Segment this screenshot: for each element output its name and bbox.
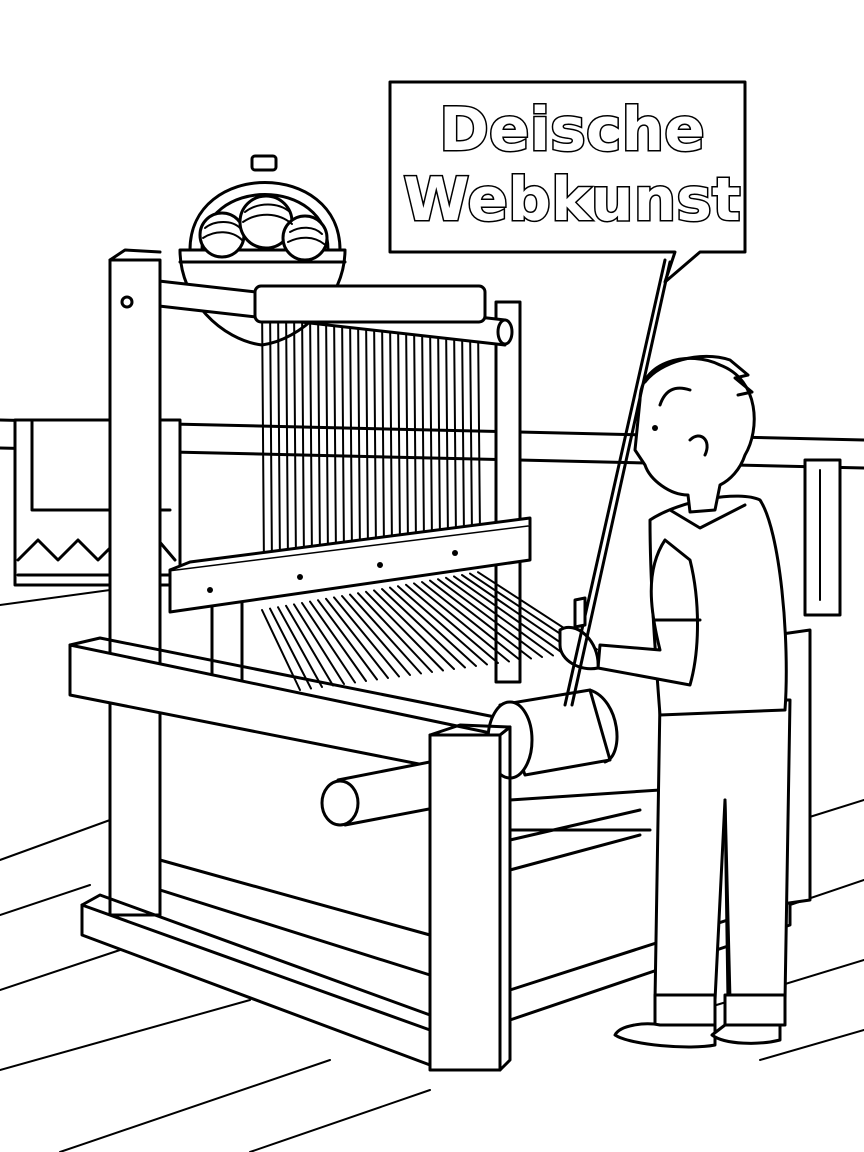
lower-warp-thread (301, 602, 356, 684)
warp-thread (341, 307, 345, 558)
warp-thread (389, 311, 393, 551)
lower-warp-thread (405, 583, 499, 664)
warp-thread (429, 315, 433, 544)
warp-thread (421, 315, 425, 545)
warp-threads (261, 299, 481, 571)
lower-warp-thread (461, 574, 576, 654)
lower-warp-thread (309, 600, 367, 682)
lower-warp-thread (285, 604, 334, 687)
sign-line-2: Webkunst (403, 165, 740, 235)
lower-warp-thread (293, 603, 345, 685)
warp-thread (365, 309, 369, 555)
warp-thread (349, 307, 353, 557)
warp-thread (477, 320, 481, 536)
warp-thread (453, 318, 457, 540)
warp-thread (333, 306, 337, 560)
lower-warp-thread (437, 578, 543, 658)
loom-left-upright (108, 248, 162, 917)
warp-thread (309, 303, 313, 564)
lower-warp-thread (397, 585, 488, 666)
warp-beam (148, 278, 514, 347)
warp-thread (461, 319, 465, 539)
beater-bar (168, 516, 532, 614)
lower-warp-thread (381, 588, 466, 669)
lower-warp-thread (325, 597, 389, 679)
warp-thread (357, 308, 361, 556)
lower-warp-thread (357, 592, 433, 673)
lower-warp-threads (261, 571, 598, 691)
boy-weaver (558, 355, 792, 1049)
lower-warp-thread (429, 579, 532, 660)
lower-warp-thread (453, 575, 565, 655)
lower-warp-thread (365, 590, 444, 672)
sign-board (388, 80, 747, 284)
warp-thread (437, 316, 441, 543)
sign-line-1: Deische (439, 95, 705, 165)
lower-warp-thread (277, 606, 323, 688)
lower-roller (320, 758, 452, 827)
warp-thread (285, 301, 289, 568)
warp-thread (325, 305, 329, 561)
warp-thread (269, 299, 273, 570)
warp-thread (293, 302, 297, 566)
lower-warp-thread (421, 581, 521, 661)
warp-thread (397, 312, 401, 549)
warp-thread (261, 299, 265, 571)
lower-warp-thread (389, 586, 477, 667)
shuttle-stick (563, 258, 672, 707)
loom-front-post (428, 723, 512, 1072)
lower-warp-thread (269, 607, 312, 690)
lower-warp-thread (349, 593, 422, 675)
warp-thread (469, 319, 473, 538)
warp-thread (405, 313, 409, 548)
warp-thread (301, 303, 305, 565)
lower-warp-thread (373, 589, 455, 670)
warp-thread (381, 311, 385, 552)
lower-warp-thread (413, 582, 510, 663)
lower-warp-thread (333, 596, 400, 678)
warp-thread (317, 304, 321, 562)
warp-thread (277, 300, 281, 569)
lower-warp-thread (317, 599, 378, 681)
warp-thread (413, 314, 417, 547)
lower-warp-thread (445, 576, 554, 657)
cloth-roller (486, 688, 619, 780)
hanging-cloth-right (803, 458, 842, 617)
warp-thread (445, 317, 449, 542)
lower-warp-thread (341, 595, 411, 676)
warp-thread (373, 310, 377, 553)
